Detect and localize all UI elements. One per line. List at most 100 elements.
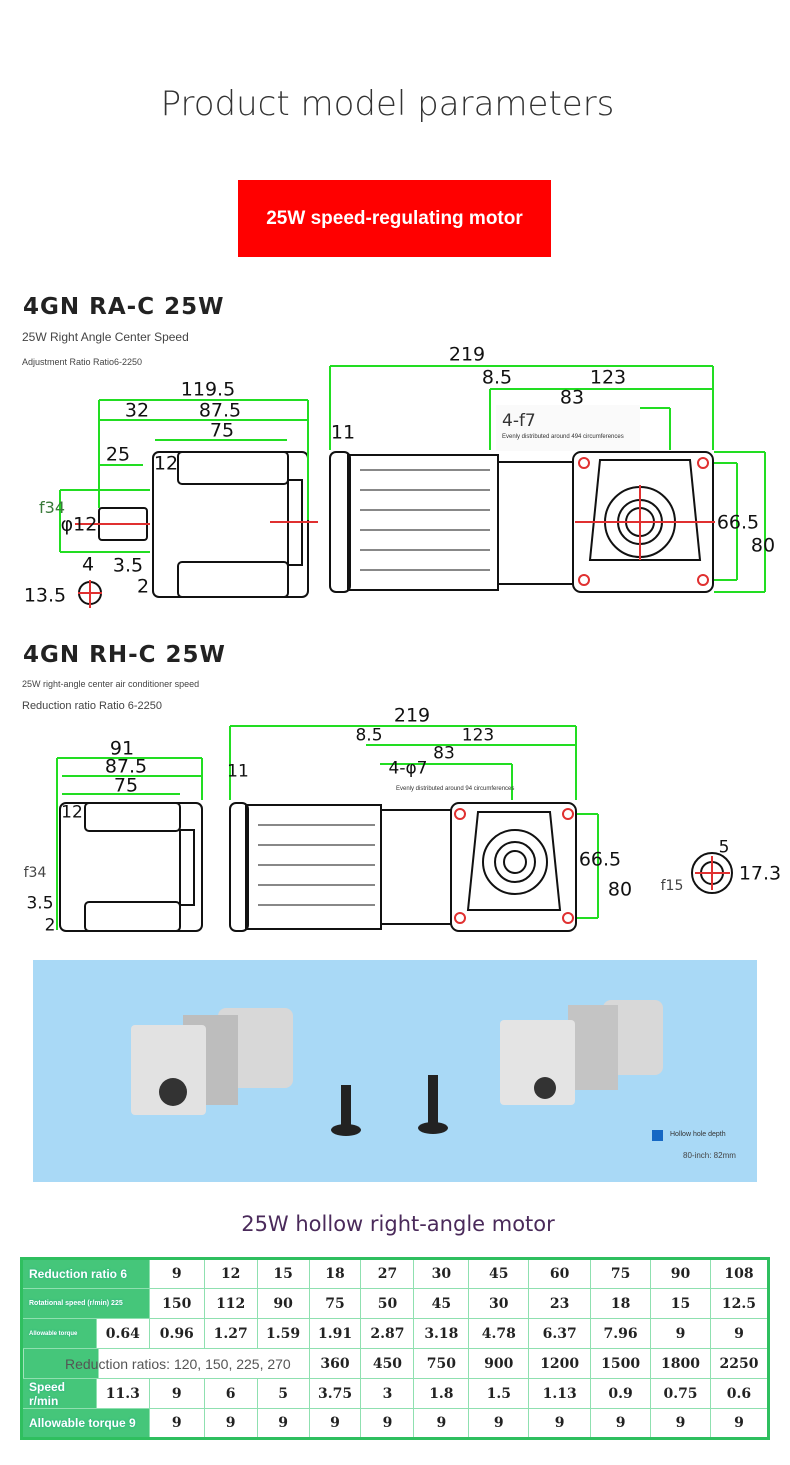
dim-label: 12 [153,452,179,475]
model1-desc: 25W Right Angle Center Speed [22,330,189,344]
dim-label: 87.5 [104,755,148,778]
dim-label: 75 [113,774,139,797]
dim-label: f15 [660,878,684,894]
dim-label: f34 [23,865,47,881]
row-label: Reduction ratio 6 [21,1258,150,1289]
motor-illustration [131,1000,663,1136]
hole-note-text: Evenly distributed around 94 circumferen… [396,786,515,792]
table-cell: 2250 [709,1348,770,1379]
banner: 25W speed-regulating motor [238,180,551,257]
table-cell: 90 [256,1288,310,1319]
dim-label: 87.5 [198,399,242,422]
legend-swatch [652,1130,663,1141]
dim-label: 75 [209,419,235,442]
table-cell: 50 [360,1288,415,1319]
hole-spec: 4-φ7 [388,758,428,779]
dim-label: φ12 [60,513,98,536]
table-cell: 75 [590,1258,652,1289]
dim-label: 83 [559,386,585,409]
table-cell: 2.87 [360,1318,415,1349]
table-cell: 30 [413,1258,470,1289]
table-cell: 9 [650,1408,711,1439]
table-cell: 4.78 [468,1318,530,1349]
table-cell: 108 [709,1258,770,1289]
table-cell: 450 [360,1348,415,1379]
table-cell: 9 [528,1408,592,1439]
table-cell: 9 [148,1378,205,1409]
hole-spec: 4-f7 [502,411,536,431]
table-cell: 15 [650,1288,711,1319]
table-cell: 1.27 [203,1318,258,1349]
hole-note-text: Evenly distributed around 494 circumfere… [502,434,624,440]
table-cell: 0.96 [148,1318,205,1349]
table-cell: 3.75 [308,1378,362,1409]
dim-label: f34 [39,498,65,517]
table-cell: 15 [256,1258,310,1289]
table-cell: 0.64 [95,1318,150,1349]
table-cell: 1200 [528,1348,592,1379]
legend-value: 80-inch: 82mm [683,1151,736,1160]
table-cell: 9 [709,1318,770,1349]
table-cell: 9 [360,1408,415,1439]
table-cell: 9 [709,1408,770,1439]
table-cell: 9 [148,1258,205,1289]
table-cell: 9 [203,1408,258,1439]
table-cell: 60 [528,1258,592,1289]
table-cell: 6 [203,1378,258,1409]
table-cell: 150 [148,1288,205,1319]
dim-label: 83 [433,743,455,764]
legend-label: Hollow hole depth [670,1131,726,1138]
table-cell: 90 [650,1258,711,1289]
table-cell: 9 [413,1408,470,1439]
model1-name: 4GN RA-C 25W [23,294,225,320]
model2-desc: 25W right-angle center air conditioner s… [22,679,200,689]
table-cell: 112 [203,1288,258,1319]
row-label: Speed r/min [21,1378,97,1409]
dim-label: 2 [44,915,56,936]
table-cell: 27 [360,1258,415,1289]
dim-label: 3.5 [26,893,54,914]
dim-total-length: 219 [393,704,431,727]
row-label: Allowable torque [21,1318,97,1349]
table-cell: 1.5 [468,1378,530,1409]
dim-label: 8.5 [355,725,383,746]
dim-total-length: 219 [448,343,486,366]
dim-label: 66.5 [578,848,622,871]
table-cell: 9 [650,1318,711,1349]
table-cell: 0.75 [650,1378,711,1409]
dim-label: 123 [461,725,495,746]
dim-label: 66.5 [716,511,760,534]
table-cell: 0.9 [590,1378,652,1409]
technical-drawings [56,365,766,932]
table-cell: 6.37 [528,1318,592,1349]
table-cell: 1.8 [413,1378,470,1409]
model1-ratio: Adjustment Ratio Ratio6-2250 [22,357,143,367]
table-cell: 9 [590,1408,652,1439]
table-cell: 12.5 [709,1288,770,1319]
dim-label: 13.5 [23,584,67,607]
row-label: Allowable torque 9 [21,1408,150,1439]
model2-ratio: Reduction ratio Ratio 6-2250 [22,700,163,712]
table-cell: 900 [468,1348,530,1379]
table-cell: 3 [360,1378,415,1409]
table-cell: 1.13 [528,1378,592,1409]
dim-label: 25 [105,443,131,466]
dim-label: 11 [330,421,356,444]
table-cell: 9 [148,1408,205,1439]
dim-label: 11 [227,761,249,782]
dim-label: 32 [124,399,150,422]
table-cell: 360 [308,1348,362,1379]
table-cell: 3.18 [413,1318,470,1349]
dim-label: 5 [718,837,730,858]
row-label: Rotational speed (r/min) 225 [21,1288,150,1319]
table-cell: 18 [590,1288,652,1319]
dim-label: 8.5 [481,366,513,389]
model2-name: 4GN RH-C 25W [23,642,226,668]
dim-label: 80 [750,534,776,557]
